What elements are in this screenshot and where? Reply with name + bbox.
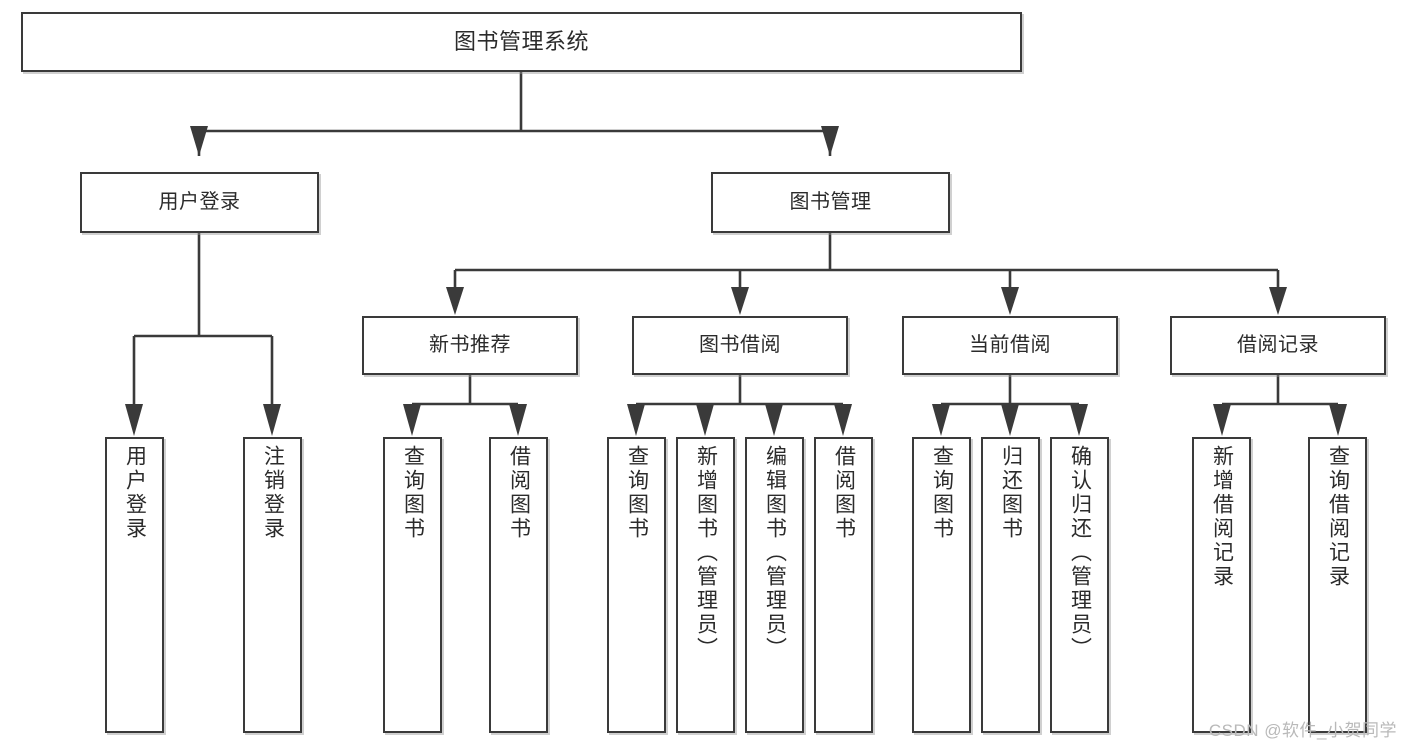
leaf-new-book-query-label: 查询图书 <box>401 445 425 541</box>
leaf-new-book-borrow-label: 借阅图书 <box>507 445 531 541</box>
leaf-borrow-query-book[interactable]: 查询图书 <box>607 437 666 733</box>
node-book-borrow[interactable]: 图书借阅 <box>632 316 848 375</box>
node-book-management[interactable]: 图书管理 <box>711 172 950 233</box>
node-root-system-label: 图书管理系统 <box>453 29 589 55</box>
leaf-edit-book-admin[interactable]: 编辑图书（管理员） <box>745 437 804 733</box>
leaf-confirm-return-admin[interactable]: 确认归还（管理员） <box>1050 437 1109 733</box>
leaf-new-book-borrow[interactable]: 借阅图书 <box>489 437 548 733</box>
node-user-login[interactable]: 用户登录 <box>80 172 319 233</box>
leaf-add-book-admin[interactable]: 新增图书（管理员） <box>676 437 735 733</box>
leaf-query-borrow-record-label: 查询借阅记录 <box>1326 445 1350 589</box>
node-borrow-record[interactable]: 借阅记录 <box>1170 316 1386 375</box>
node-user-login-label: 用户登录 <box>158 190 241 213</box>
leaf-user-login-label: 用户登录 <box>123 445 147 541</box>
leaf-logout-label: 注销登录 <box>261 445 285 541</box>
leaf-edit-book-admin-label: 编辑图书（管理员） <box>763 445 787 661</box>
node-book-management-label: 图书管理 <box>789 190 872 213</box>
leaf-return-book[interactable]: 归还图书 <box>981 437 1040 733</box>
node-current-borrow[interactable]: 当前借阅 <box>902 316 1118 375</box>
node-borrow-record-label: 借阅记录 <box>1237 333 1319 356</box>
node-current-borrow-label: 当前借阅 <box>969 333 1051 356</box>
leaf-query-borrow-record[interactable]: 查询借阅记录 <box>1308 437 1367 733</box>
node-book-borrow-label: 图书借阅 <box>699 333 781 356</box>
leaf-borrow-book-label: 借阅图书 <box>832 445 856 541</box>
leaf-new-book-query[interactable]: 查询图书 <box>383 437 442 733</box>
leaf-return-book-label: 归还图书 <box>999 445 1023 541</box>
leaf-current-query-book[interactable]: 查询图书 <box>912 437 971 733</box>
leaf-confirm-return-admin-label: 确认归还（管理员） <box>1068 445 1092 661</box>
node-root-system[interactable]: 图书管理系统 <box>21 12 1022 72</box>
leaf-add-borrow-record-label: 新增借阅记录 <box>1210 445 1234 589</box>
node-new-book-recommend[interactable]: 新书推荐 <box>362 316 578 375</box>
leaf-add-borrow-record[interactable]: 新增借阅记录 <box>1192 437 1251 733</box>
leaf-current-query-book-label: 查询图书 <box>930 445 954 541</box>
leaf-user-login[interactable]: 用户登录 <box>105 437 164 733</box>
leaf-borrow-book[interactable]: 借阅图书 <box>814 437 873 733</box>
csdn-watermark: CSDN @软件_小贺同学 <box>1208 721 1397 740</box>
leaf-borrow-query-book-label: 查询图书 <box>625 445 649 541</box>
leaf-logout[interactable]: 注销登录 <box>243 437 302 733</box>
node-new-book-recommend-label: 新书推荐 <box>429 333 511 356</box>
leaf-add-book-admin-label: 新增图书（管理员） <box>694 445 718 661</box>
